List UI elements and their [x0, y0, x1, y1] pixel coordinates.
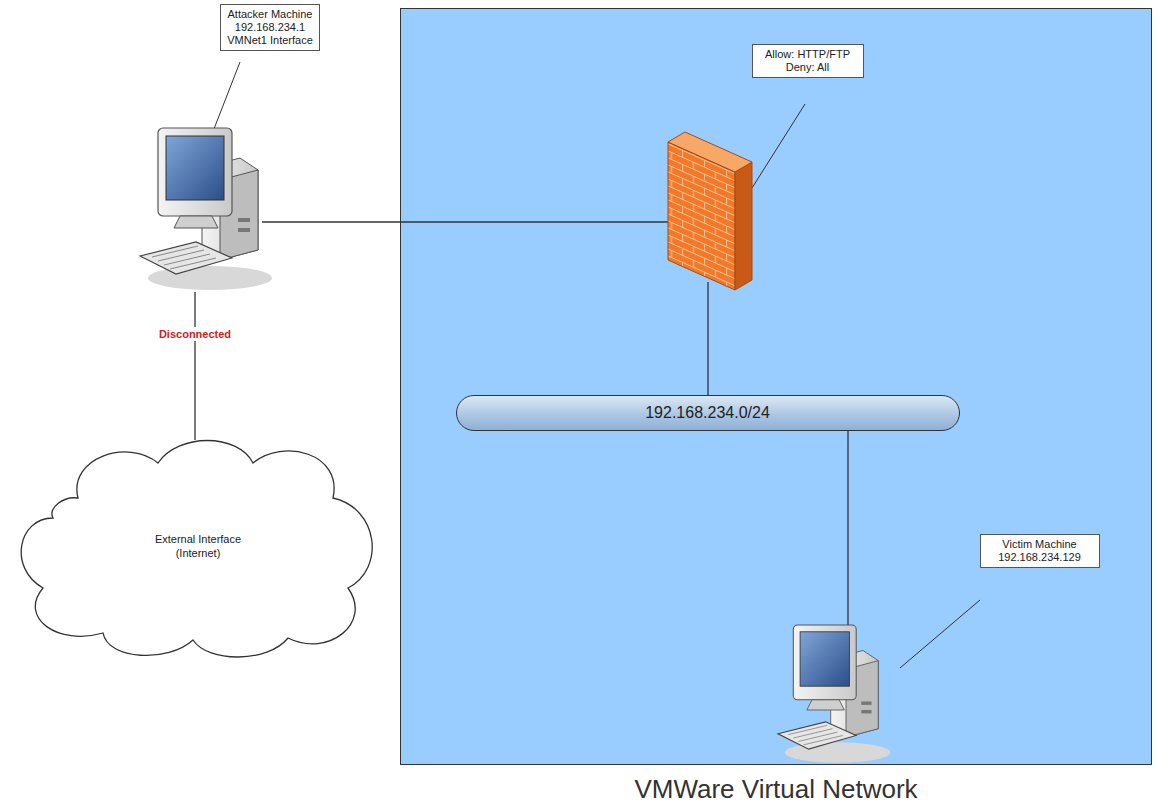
node-text: Allow: HTTP/FTP Deny: All [757, 48, 859, 74]
node-text: 192.168.234.0/24 [645, 404, 770, 422]
callout-box: Attacker Machine 192.168.234.1 VMNet1 In… [220, 4, 320, 51]
network-region: Allow: HTTP/FTP Deny: All 192.168.234.0/2… [400, 8, 1152, 765]
status-label: Disconnected [156, 327, 234, 341]
cloud-shape: External Interface (Internet) [8, 428, 388, 663]
callout-box: Victim Machine 192.168.234.129 [980, 534, 1100, 568]
network-band: 192.168.234.0/24 [456, 395, 960, 431]
region-caption: VMWare Virtual Network [401, 774, 1151, 804]
callout-box: Allow: HTTP/FTP Deny: All [752, 44, 864, 78]
cloud-outline [8, 428, 388, 663]
node-text: External Interface (Internet) [138, 532, 258, 560]
node-text: Victim Machine 192.168.234.129 [985, 538, 1095, 564]
node-text: Attacker Machine 192.168.234.1 VMNet1 In… [225, 8, 315, 47]
